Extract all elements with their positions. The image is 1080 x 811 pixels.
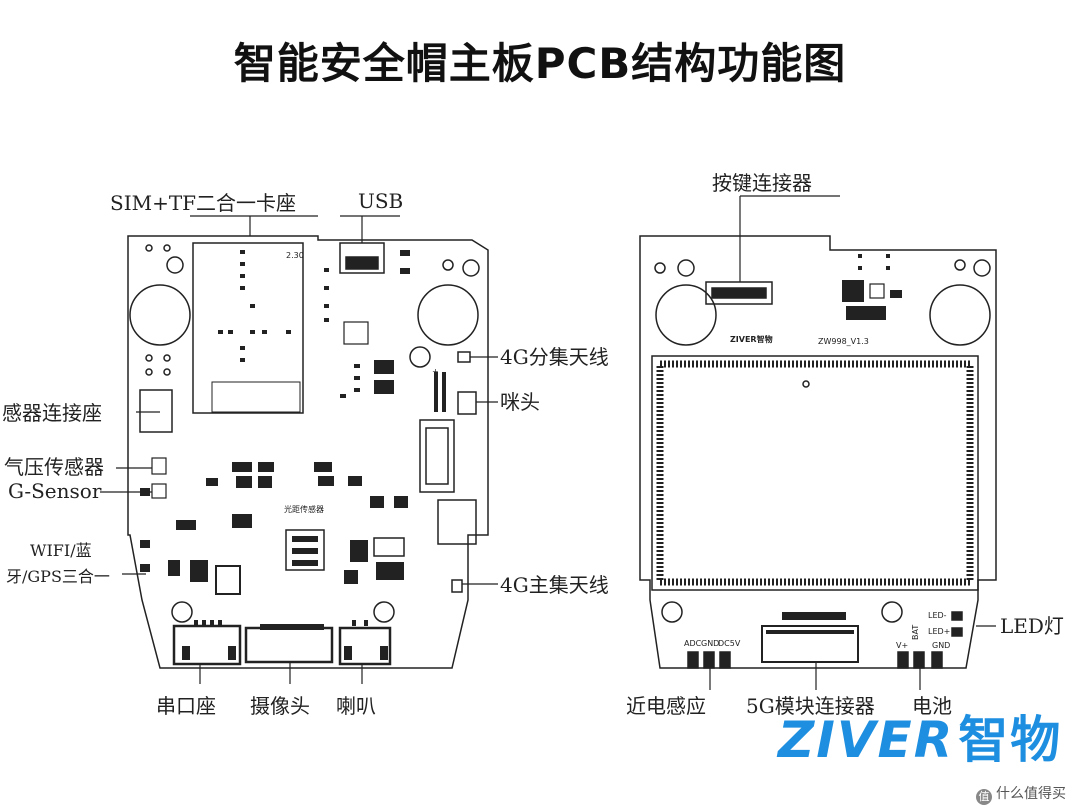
left-leaders (100, 215, 498, 684)
dc5v-silkscreen: DC5V (718, 639, 741, 648)
module-5g-area (651, 355, 979, 591)
label-mic: 咪头 (500, 390, 540, 414)
camera-connector (244, 626, 334, 664)
speaker-connector (338, 626, 392, 666)
left-board (127, 235, 489, 669)
label-baro: 气压传感器 (4, 455, 104, 479)
serial-connector (172, 624, 242, 666)
label-serial: 串口座 (156, 694, 216, 718)
gnd2-silkscreen: GND (932, 641, 950, 650)
right-board (639, 235, 997, 669)
page-title: 智能安全帽主板PCB结构功能图 (233, 39, 847, 88)
brand-logo-cn: 智物 (958, 711, 1063, 769)
label-wifi-2: 牙/GPS三合一 (6, 567, 110, 586)
fpc-connector (419, 419, 455, 493)
label-sim-tf: SIM+TF二合一卡座 (110, 191, 296, 215)
led-plus-silkscreen: LED+ (928, 627, 950, 636)
gnd1-silkscreen: GND (701, 639, 719, 648)
label-sensor-conn: 感器连接座 (2, 401, 102, 425)
model-silkscreen: ZW998_V1.3 (818, 337, 869, 346)
label-battery: 电池 (912, 694, 952, 718)
label-5g-module: 5G模块连接器 (746, 694, 875, 718)
label-antenna-main: 4G主集天线 (500, 573, 609, 597)
sensor-connector (139, 389, 173, 433)
key-connector (705, 281, 773, 305)
label-usb: USB (358, 189, 403, 213)
vplus-silkscreen: V+ (896, 641, 908, 650)
light-sensor-silkscreen: 光距传感器 (284, 504, 324, 514)
adc-silkscreen: ADC (684, 639, 702, 648)
right-leaders (709, 195, 996, 690)
light-sensor-pad (285, 529, 325, 571)
right-board-outline (639, 235, 997, 669)
right-mount-hole-left (655, 284, 717, 346)
mount-hole-right (417, 284, 479, 346)
right-board-components (766, 254, 902, 634)
label-wifi-1: WIFI/蓝 (30, 541, 92, 560)
left-board-outline (127, 235, 489, 669)
watermark: 值什么值得买 (976, 783, 1066, 805)
mic-pads (457, 391, 477, 415)
label-key-conn: 按键连接器 (712, 171, 812, 195)
plus-mark: + (432, 367, 439, 376)
led-minus-silkscreen: LED- (928, 611, 947, 620)
mount-hole-left (129, 284, 191, 346)
label-proximity: 近电感应 (626, 694, 706, 718)
brand-logo-latin: ZIVER (778, 711, 955, 769)
label-led: LED灯 (1000, 614, 1064, 638)
label-camera: 摄像头 (250, 694, 310, 718)
module-5g-connector (761, 625, 859, 663)
bat-silkscreen: BAT (911, 625, 920, 640)
label-gsensor: G-Sensor (8, 479, 102, 503)
watermark-text: 什么值得买 (996, 786, 1066, 802)
sim-silkscreen: 2.30 (286, 251, 304, 260)
left-board-components (140, 250, 446, 660)
sim-tf-slot (192, 242, 304, 414)
label-antenna-div: 4G分集天线 (500, 345, 609, 369)
watermark-icon: 值 (976, 789, 992, 805)
right-mount-hole-right (929, 284, 991, 346)
right-brand-silkscreen: ZIVER智物 (730, 334, 773, 344)
label-speaker: 喇叭 (336, 694, 376, 718)
brand-logo: ZIVER智物 (778, 700, 1062, 772)
